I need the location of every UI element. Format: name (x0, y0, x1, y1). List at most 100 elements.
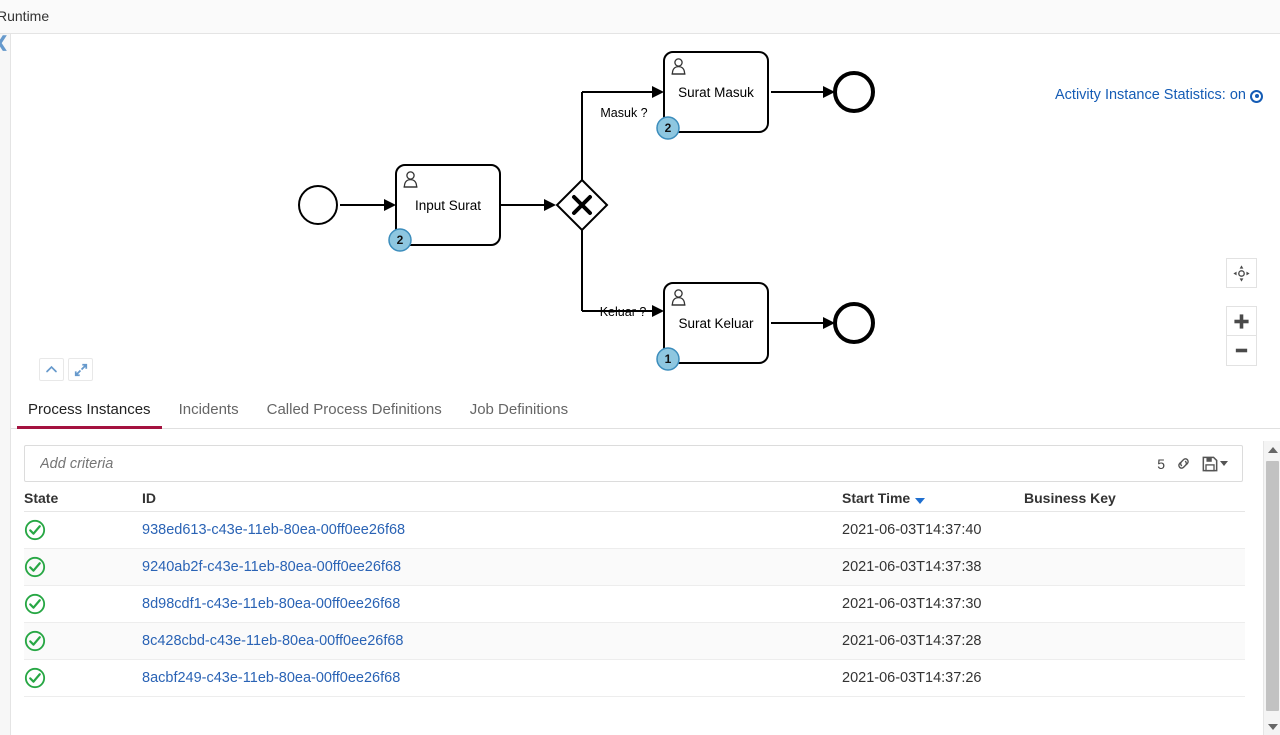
process-instance-id-link[interactable]: 8c428cbd-c43e-11eb-80ea-00ff0ee26f68 (142, 633, 404, 649)
tab-incidents[interactable]: Incidents (178, 401, 239, 418)
save-filter-button[interactable] (1202, 456, 1228, 472)
table-row[interactable]: 9240ab2f-c43e-11eb-80ea-00ff0ee26f68 202… (24, 549, 1245, 586)
zoom-reset-group (1226, 258, 1257, 288)
table-header-row: State ID Start Time Business Key (24, 484, 1245, 512)
result-count: 5 (1157, 455, 1165, 472)
process-instance-id-link[interactable]: 9240ab2f-c43e-11eb-80ea-00ff0ee26f68 (142, 559, 402, 575)
task-label-input-surat: Input Surat (415, 198, 481, 213)
process-instance-id-link[interactable]: 938ed613-c43e-11eb-80ea-00ff0ee26f68 (142, 522, 406, 538)
radio-on-icon[interactable] (1250, 89, 1263, 103)
instance-badge-surat-masuk[interactable]: 2 (656, 116, 680, 140)
reset-zoom-button[interactable] (1226, 258, 1257, 288)
column-header-business-key[interactable]: Business Key (1024, 489, 1116, 506)
tab-process-instances[interactable]: Process Instances (14, 401, 165, 429)
state-cell (24, 667, 142, 689)
user-task-icon (671, 58, 686, 75)
task-label-surat-keluar: Surat Keluar (678, 316, 754, 331)
copy-link-button[interactable] (1175, 455, 1192, 472)
task-surat-masuk[interactable]: Surat Masuk (663, 51, 769, 133)
column-header-start-time-label: Start Time (842, 489, 911, 506)
state-cell (24, 556, 142, 578)
zoom-out-button[interactable] (1226, 336, 1257, 366)
tab-job-definitions[interactable]: Job Definitions (469, 401, 569, 418)
zoom-in-button[interactable] (1226, 306, 1257, 336)
svg-text:2: 2 (665, 121, 672, 135)
sort-desc-icon (915, 497, 926, 504)
chevron-down-icon (1220, 461, 1228, 466)
crosshair-reset-icon (1233, 264, 1250, 282)
search-bar-actions: 5 (1157, 455, 1242, 472)
table-row[interactable]: 8acbf249-c43e-11eb-80ea-00ff0ee26f68 202… (24, 660, 1245, 697)
bpmn-diagram: Masuk ? Keluar ? Input Surat 2 (298, 51, 875, 371)
end-event-masuk[interactable] (833, 71, 875, 113)
sequence-flows (340, 86, 835, 329)
sidebar-collapse-rail[interactable]: ❮ (0, 34, 11, 735)
instance-badge-input-surat[interactable]: 2 (388, 228, 412, 252)
completed-check-icon (24, 593, 46, 615)
start-time-cell: 2021-06-03T14:37:38 (842, 559, 982, 575)
search-input[interactable] (25, 454, 1158, 473)
process-instance-id-cell: 8acbf249-c43e-11eb-80ea-00ff0ee26f68 (142, 670, 842, 686)
start-event[interactable] (298, 185, 338, 225)
triangle-up-icon (1267, 446, 1278, 453)
bpmn-diagram-canvas[interactable]: Activity Instance Statistics: on (11, 34, 1280, 382)
table-row[interactable]: 8c428cbd-c43e-11eb-80ea-00ff0ee26f68 202… (24, 623, 1245, 660)
process-instance-id-link[interactable]: 8d98cdf1-c43e-11eb-80ea-00ff0ee26f68 (142, 596, 401, 612)
user-task-icon (403, 171, 418, 188)
process-instance-id-cell: 938ed613-c43e-11eb-80ea-00ff0ee26f68 (142, 522, 842, 538)
diagram-view-controls (39, 358, 93, 381)
start-time-cell: 2021-06-03T14:37:40 (842, 522, 982, 538)
task-input-surat[interactable]: Input Surat (395, 164, 501, 246)
process-instance-id-cell: 8c428cbd-c43e-11eb-80ea-00ff0ee26f68 (142, 633, 842, 649)
process-instance-id-link[interactable]: 8acbf249-c43e-11eb-80ea-00ff0ee26f68 (142, 670, 401, 686)
expand-diagonal-icon (74, 363, 87, 376)
chevron-left-icon[interactable]: ❮ (0, 34, 12, 52)
plus-icon (1234, 313, 1249, 329)
task-label-surat-masuk: Surat Masuk (678, 85, 754, 100)
state-cell (24, 630, 142, 652)
tab-called-process-definitions[interactable]: Called Process Definitions (266, 401, 442, 418)
collapse-diagram-button[interactable] (39, 358, 64, 381)
column-header-start-time[interactable]: Start Time (842, 490, 1024, 506)
flow-label-masuk: Masuk ? (600, 106, 647, 120)
state-cell (24, 519, 142, 541)
expand-diagram-button[interactable] (68, 358, 93, 381)
table-row[interactable]: 8d98cdf1-c43e-11eb-80ea-00ff0ee26f68 202… (24, 586, 1245, 623)
process-instance-id-cell: 9240ab2f-c43e-11eb-80ea-00ff0ee26f68 (142, 559, 842, 575)
exclusive-gateway[interactable] (555, 178, 609, 232)
minus-icon (1235, 348, 1248, 353)
state-cell (24, 593, 142, 615)
svg-text:2: 2 (397, 233, 404, 247)
start-time-cell: 2021-06-03T14:37:26 (842, 670, 982, 686)
end-event-keluar[interactable] (833, 302, 875, 344)
completed-check-icon (24, 556, 46, 578)
scroll-up-button[interactable] (1264, 441, 1280, 458)
svg-text:1: 1 (665, 352, 672, 366)
zoom-buttons-group (1226, 306, 1257, 366)
link-chain-icon (1178, 458, 1189, 469)
chevron-up-icon (46, 365, 57, 373)
table-row[interactable]: 938ed613-c43e-11eb-80ea-00ff0ee26f68 202… (24, 512, 1245, 549)
page-title: Runtime (0, 8, 50, 24)
user-task-icon (671, 289, 686, 306)
column-header-id[interactable]: ID (142, 489, 156, 506)
column-header-state[interactable]: State (24, 489, 59, 506)
triangle-down-icon (1267, 723, 1278, 730)
scrollbar-thumb[interactable] (1266, 461, 1279, 711)
search-bar[interactable]: 5 (24, 445, 1243, 482)
vertical-scrollbar[interactable] (1263, 441, 1280, 735)
start-time-cell: 2021-06-03T14:37:30 (842, 596, 982, 612)
scroll-down-button[interactable] (1264, 718, 1280, 735)
activity-instance-statistics-toggle[interactable]: Activity Instance Statistics: on (1055, 87, 1263, 103)
activity-instance-statistics-label: Activity Instance Statistics: on (1055, 87, 1246, 103)
page-header: Runtime (0, 0, 1280, 34)
task-surat-keluar[interactable]: Surat Keluar (663, 282, 769, 364)
flow-label-keluar: Keluar ? (600, 305, 647, 319)
completed-check-icon (24, 519, 46, 541)
start-time-cell: 2021-06-03T14:37:28 (842, 633, 982, 649)
process-instance-id-cell: 8d98cdf1-c43e-11eb-80ea-00ff0ee26f68 (142, 596, 842, 612)
instance-badge-surat-keluar[interactable]: 1 (656, 347, 680, 371)
detail-tabs: Process Instances Incidents Called Proce… (11, 385, 1280, 429)
completed-check-icon (24, 630, 46, 652)
